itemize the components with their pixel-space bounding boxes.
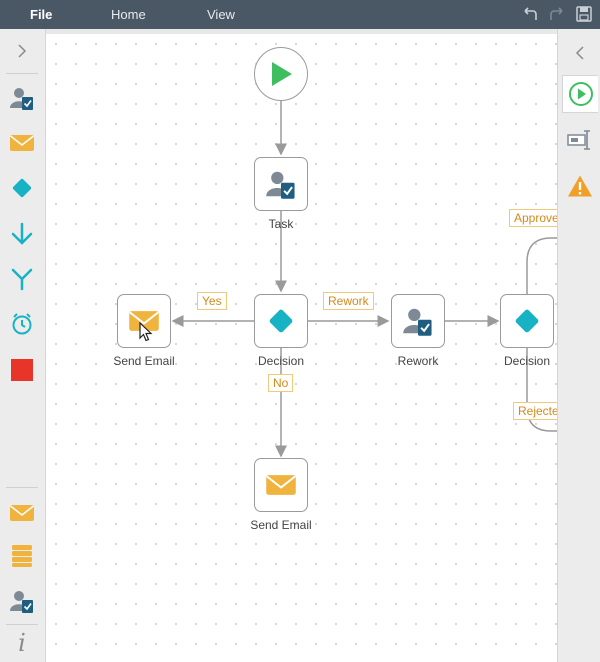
warnings-panel-tab[interactable]: [562, 168, 597, 204]
edge-label-rework[interactable]: Rework: [323, 292, 374, 310]
email-icon: [129, 311, 159, 331]
toolbox-panel: i: [0, 29, 46, 662]
timer-icon[interactable]: [8, 310, 36, 338]
edge-label-approved[interactable]: Approved: [509, 209, 557, 227]
chevron-left-icon: [575, 46, 584, 60]
decision-node-2-label: Decision: [503, 354, 551, 368]
property-icon: [566, 130, 590, 150]
send-email-bottom-label: Send Email: [250, 518, 312, 532]
save-icon[interactable]: [575, 5, 593, 23]
collapse-panel-button[interactable]: [562, 35, 597, 71]
workflow-canvas[interactable]: Task Decision Send Email Rework Decisio: [46, 34, 557, 662]
decision-node[interactable]: [254, 294, 308, 348]
top-menu-bar: File Home View: [0, 0, 600, 29]
merge-icon[interactable]: [8, 220, 36, 248]
split-icon[interactable]: [8, 265, 36, 293]
menu-home[interactable]: Home: [111, 7, 146, 22]
mouse-cursor-icon: [139, 322, 153, 342]
canvas-top-border: [46, 29, 557, 34]
property-panel-tab[interactable]: [562, 122, 597, 158]
edge-label-yes[interactable]: Yes: [197, 292, 227, 310]
info-icon[interactable]: i: [18, 629, 26, 657]
start-node[interactable]: [254, 47, 308, 101]
expand-toolbox-button[interactable]: [8, 37, 36, 65]
email-icon: [266, 475, 296, 495]
properties-panel: [557, 29, 600, 662]
send-email-node-left[interactable]: [117, 294, 171, 348]
stop-icon[interactable]: [8, 356, 36, 384]
decision-icon[interactable]: [8, 174, 36, 202]
start-icon: [568, 82, 593, 106]
decision-icon: [269, 309, 293, 333]
user-task-icon-secondary[interactable]: [8, 587, 36, 615]
decision-icon: [515, 309, 539, 333]
menu-view[interactable]: View: [207, 7, 235, 22]
database-icon[interactable]: [8, 542, 36, 570]
rework-node-label: Rework: [397, 354, 439, 368]
rework-node[interactable]: [391, 294, 445, 348]
send-email-left-label: Send Email: [113, 354, 175, 368]
user-task-icon[interactable]: [8, 84, 36, 112]
decision-node-label: Decision: [257, 354, 305, 368]
warning-icon: [567, 175, 592, 197]
task-node-label: Task: [268, 217, 294, 231]
edge-label-rejected[interactable]: Rejected: [513, 402, 557, 420]
redo-icon[interactable]: [548, 5, 566, 23]
menu-file[interactable]: File: [30, 7, 53, 22]
connector-lines: [171, 101, 557, 458]
send-email-node-bottom[interactable]: [254, 458, 308, 512]
decision-node-2[interactable]: [500, 294, 554, 348]
task-node[interactable]: [254, 157, 308, 211]
email-icon-secondary[interactable]: [8, 499, 36, 527]
chevron-right-icon: [18, 44, 27, 58]
undo-icon[interactable]: [521, 5, 539, 23]
edge-label-no[interactable]: No: [268, 374, 294, 392]
user-task-icon: [266, 171, 295, 199]
user-task-icon: [403, 308, 432, 336]
start-panel-tab[interactable]: [562, 75, 598, 113]
play-icon: [272, 62, 292, 86]
email-icon[interactable]: [8, 129, 36, 157]
